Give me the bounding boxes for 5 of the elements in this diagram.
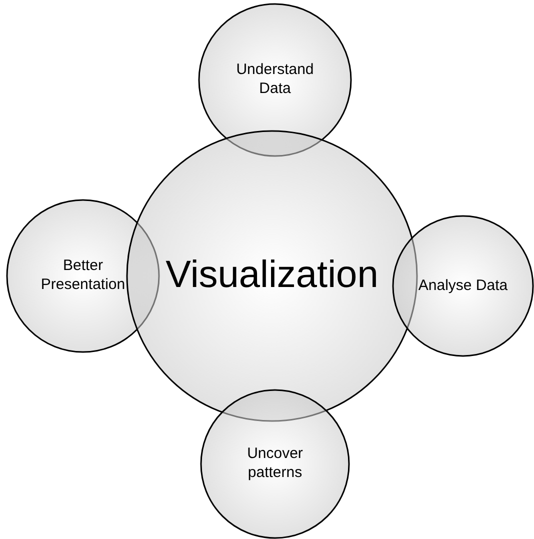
node-label: Analyse Data	[418, 276, 508, 296]
node-label: Understand Data	[235, 61, 315, 99]
node-label: Uncover patterns	[246, 445, 304, 483]
node-label: Visualization	[166, 253, 378, 298]
node-label: Better Presentation	[40, 257, 126, 295]
